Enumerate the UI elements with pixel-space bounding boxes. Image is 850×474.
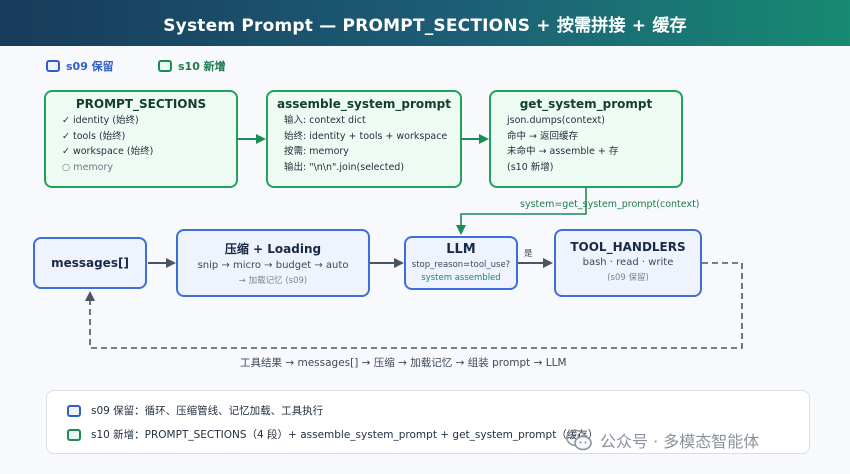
legend-s10-label: s10 新增: [178, 60, 226, 73]
legend-s10: s10 新增: [158, 58, 226, 74]
compress-pipeline: snip → micro → budget → auto: [197, 260, 349, 271]
assemble-ondemand: 按需: memory: [284, 146, 349, 157]
llm-title: LLM: [446, 242, 476, 257]
prompt-sections-title: PROMPT_SECTIONS: [75, 97, 207, 111]
footer-s10-row: s10 新增：PROMPT_SECTIONS（4 段）+ assemble_sy…: [67, 427, 598, 442]
arrow-get-to-llm: [456, 188, 587, 235]
messages-title: messages[]: [51, 256, 129, 270]
loop-back-arrow: [85, 262, 743, 349]
loop-label: 工具结果 → messages[] → 压缩 → 加载记忆 → 组装 promp…: [240, 357, 567, 369]
get-s10-note: (s10 新增): [507, 161, 554, 173]
messages-box: messages[]: [33, 237, 147, 289]
compress-sub: → 加载记忆 (s09): [238, 276, 308, 286]
prompt-sections-box: PROMPT_SECTIONS ✓ identity (始终) ✓ tools …: [44, 90, 238, 188]
watermark: 公众号 · 多模态智能体: [566, 428, 759, 452]
yes-label: 是: [524, 249, 533, 259]
assemble-box: assemble_system_prompt 输入: context dict …: [266, 90, 462, 188]
get-system-prompt-box: get_system_prompt json.dumps(context) 命中…: [489, 90, 683, 188]
footer-s09-text: s09 保留：循环、压缩管线、记忆加载、工具执行: [91, 405, 324, 417]
assemble-input: 输入: context dict: [284, 115, 366, 126]
assemble-list: 输入: context dict 始终: identity + tools + …: [284, 113, 460, 175]
assemble-always: 始终: identity + tools + workspace: [284, 130, 448, 142]
footer-green-swatch: [67, 428, 81, 441]
section-tools: ✓ tools (始终): [62, 130, 126, 142]
tool-handlers-sub: (s09 保留): [607, 273, 649, 283]
legend-green-swatch: [158, 60, 172, 72]
header-bar: System Prompt — PROMPT_SECTIONS + 按需拼接 +…: [0, 0, 850, 46]
assemble-output: 输出: "\n\n".join(selected): [284, 161, 405, 173]
legend-s09: s09 保留: [46, 58, 114, 74]
get-cache-hit: 命中 → 返回缓存: [507, 130, 578, 142]
get-system-prompt-title: get_system_prompt: [519, 97, 653, 111]
tool-handlers-box: TOOL_HANDLERS bash · read · write (s09 保…: [554, 229, 702, 297]
prompt-sections-list: ✓ identity (始终) ✓ tools (始终) ✓ workspace…: [62, 113, 236, 175]
llm-stop-reason: stop_reason=tool_use?: [411, 260, 511, 270]
compress-box: 压缩 + Loading snip → micro → budget → aut…: [176, 229, 370, 297]
watermark-text: 公众号 · 多模态智能体: [600, 432, 760, 451]
footer-legend-panel: s09 保留：循环、压缩管线、记忆加载、工具执行 s10 新增：PROMPT_S…: [46, 390, 810, 454]
get-system-prompt-list: json.dumps(context) 命中 → 返回缓存 未命中 → asse…: [507, 113, 681, 175]
footer-s09-row: s09 保留：循环、压缩管线、记忆加载、工具执行: [67, 403, 323, 418]
llm-box: LLM stop_reason=tool_use? system assembl…: [404, 236, 518, 290]
tool-handlers-title: TOOL_HANDLERS: [570, 240, 686, 254]
wechat-icon: [566, 429, 592, 451]
section-identity: ✓ identity (始终): [62, 115, 139, 126]
tool-handlers-list: bash · read · write: [582, 257, 674, 268]
footer-s10-text: s10 新增：PROMPT_SECTIONS（4 段）+ assemble_sy…: [91, 429, 599, 441]
legend-blue-swatch: [46, 60, 60, 72]
get-cache-miss: 未命中 → assemble + 存: [507, 146, 619, 157]
legend-s09-label: s09 保留: [66, 60, 114, 73]
compress-title: 压缩 + Loading: [224, 242, 322, 256]
assemble-title: assemble_system_prompt: [277, 97, 451, 111]
system-connector-label: system=get_system_prompt(context): [520, 199, 700, 210]
section-memory: ○ memory: [62, 161, 114, 173]
page-title: System Prompt — PROMPT_SECTIONS + 按需拼接 +…: [163, 15, 687, 36]
llm-sub: system assembled: [421, 273, 501, 283]
get-json-dumps: json.dumps(context): [507, 115, 605, 126]
section-workspace: ✓ workspace (始终): [62, 146, 154, 157]
footer-blue-swatch: [67, 404, 81, 417]
